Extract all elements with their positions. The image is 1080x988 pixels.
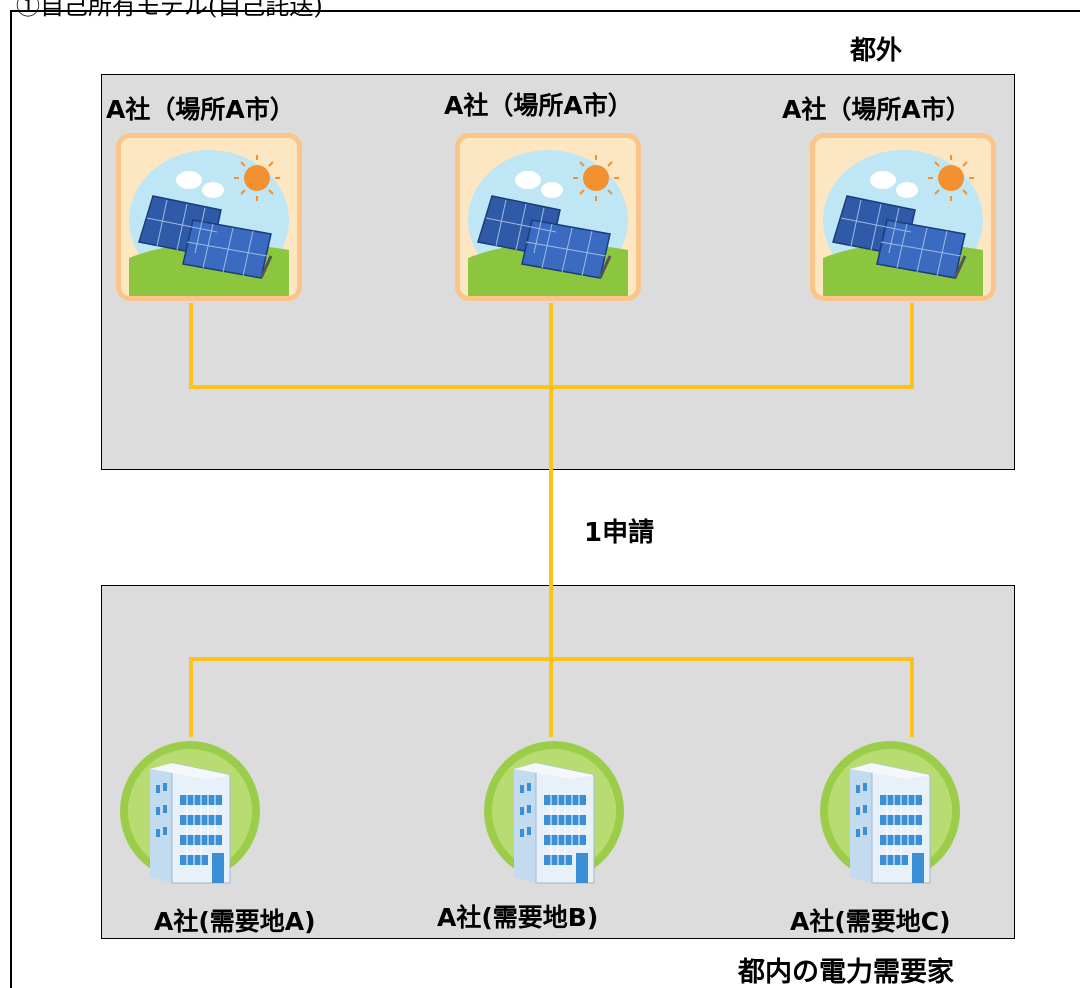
wire-drop-demand-3: [910, 657, 914, 737]
solar-panel-icon: [810, 133, 996, 301]
wire-drop-site-3: [910, 303, 914, 389]
solar-panel-icon: [116, 133, 302, 301]
outside-region-label: 都外: [850, 36, 903, 66]
office-building-icon: [820, 735, 960, 895]
outer-frame: [10, 10, 1080, 988]
single-application-label: 1申請: [584, 518, 655, 548]
wire-drop-demand-1: [189, 657, 193, 737]
demand-site-label: A社(需要地A): [154, 907, 316, 936]
wire-trunk: [549, 387, 553, 660]
wire-drop-site-2: [549, 303, 553, 389]
consumer-region-label: 都内の電力需要家: [738, 957, 954, 988]
office-building-icon: [484, 735, 624, 895]
generation-site-label: A社（場所A市）: [782, 95, 971, 124]
demand-site-label: A社(需要地B): [437, 903, 599, 932]
demand-site-label: A社(需要地C): [790, 907, 951, 936]
solar-panel-icon: [455, 133, 641, 301]
generation-site-label: A社（場所A市）: [106, 95, 295, 124]
wire-drop-demand-2: [549, 657, 553, 737]
office-building-icon: [120, 735, 260, 895]
generation-site-label: A社（場所A市）: [444, 91, 633, 120]
wire-drop-site-1: [189, 303, 193, 389]
